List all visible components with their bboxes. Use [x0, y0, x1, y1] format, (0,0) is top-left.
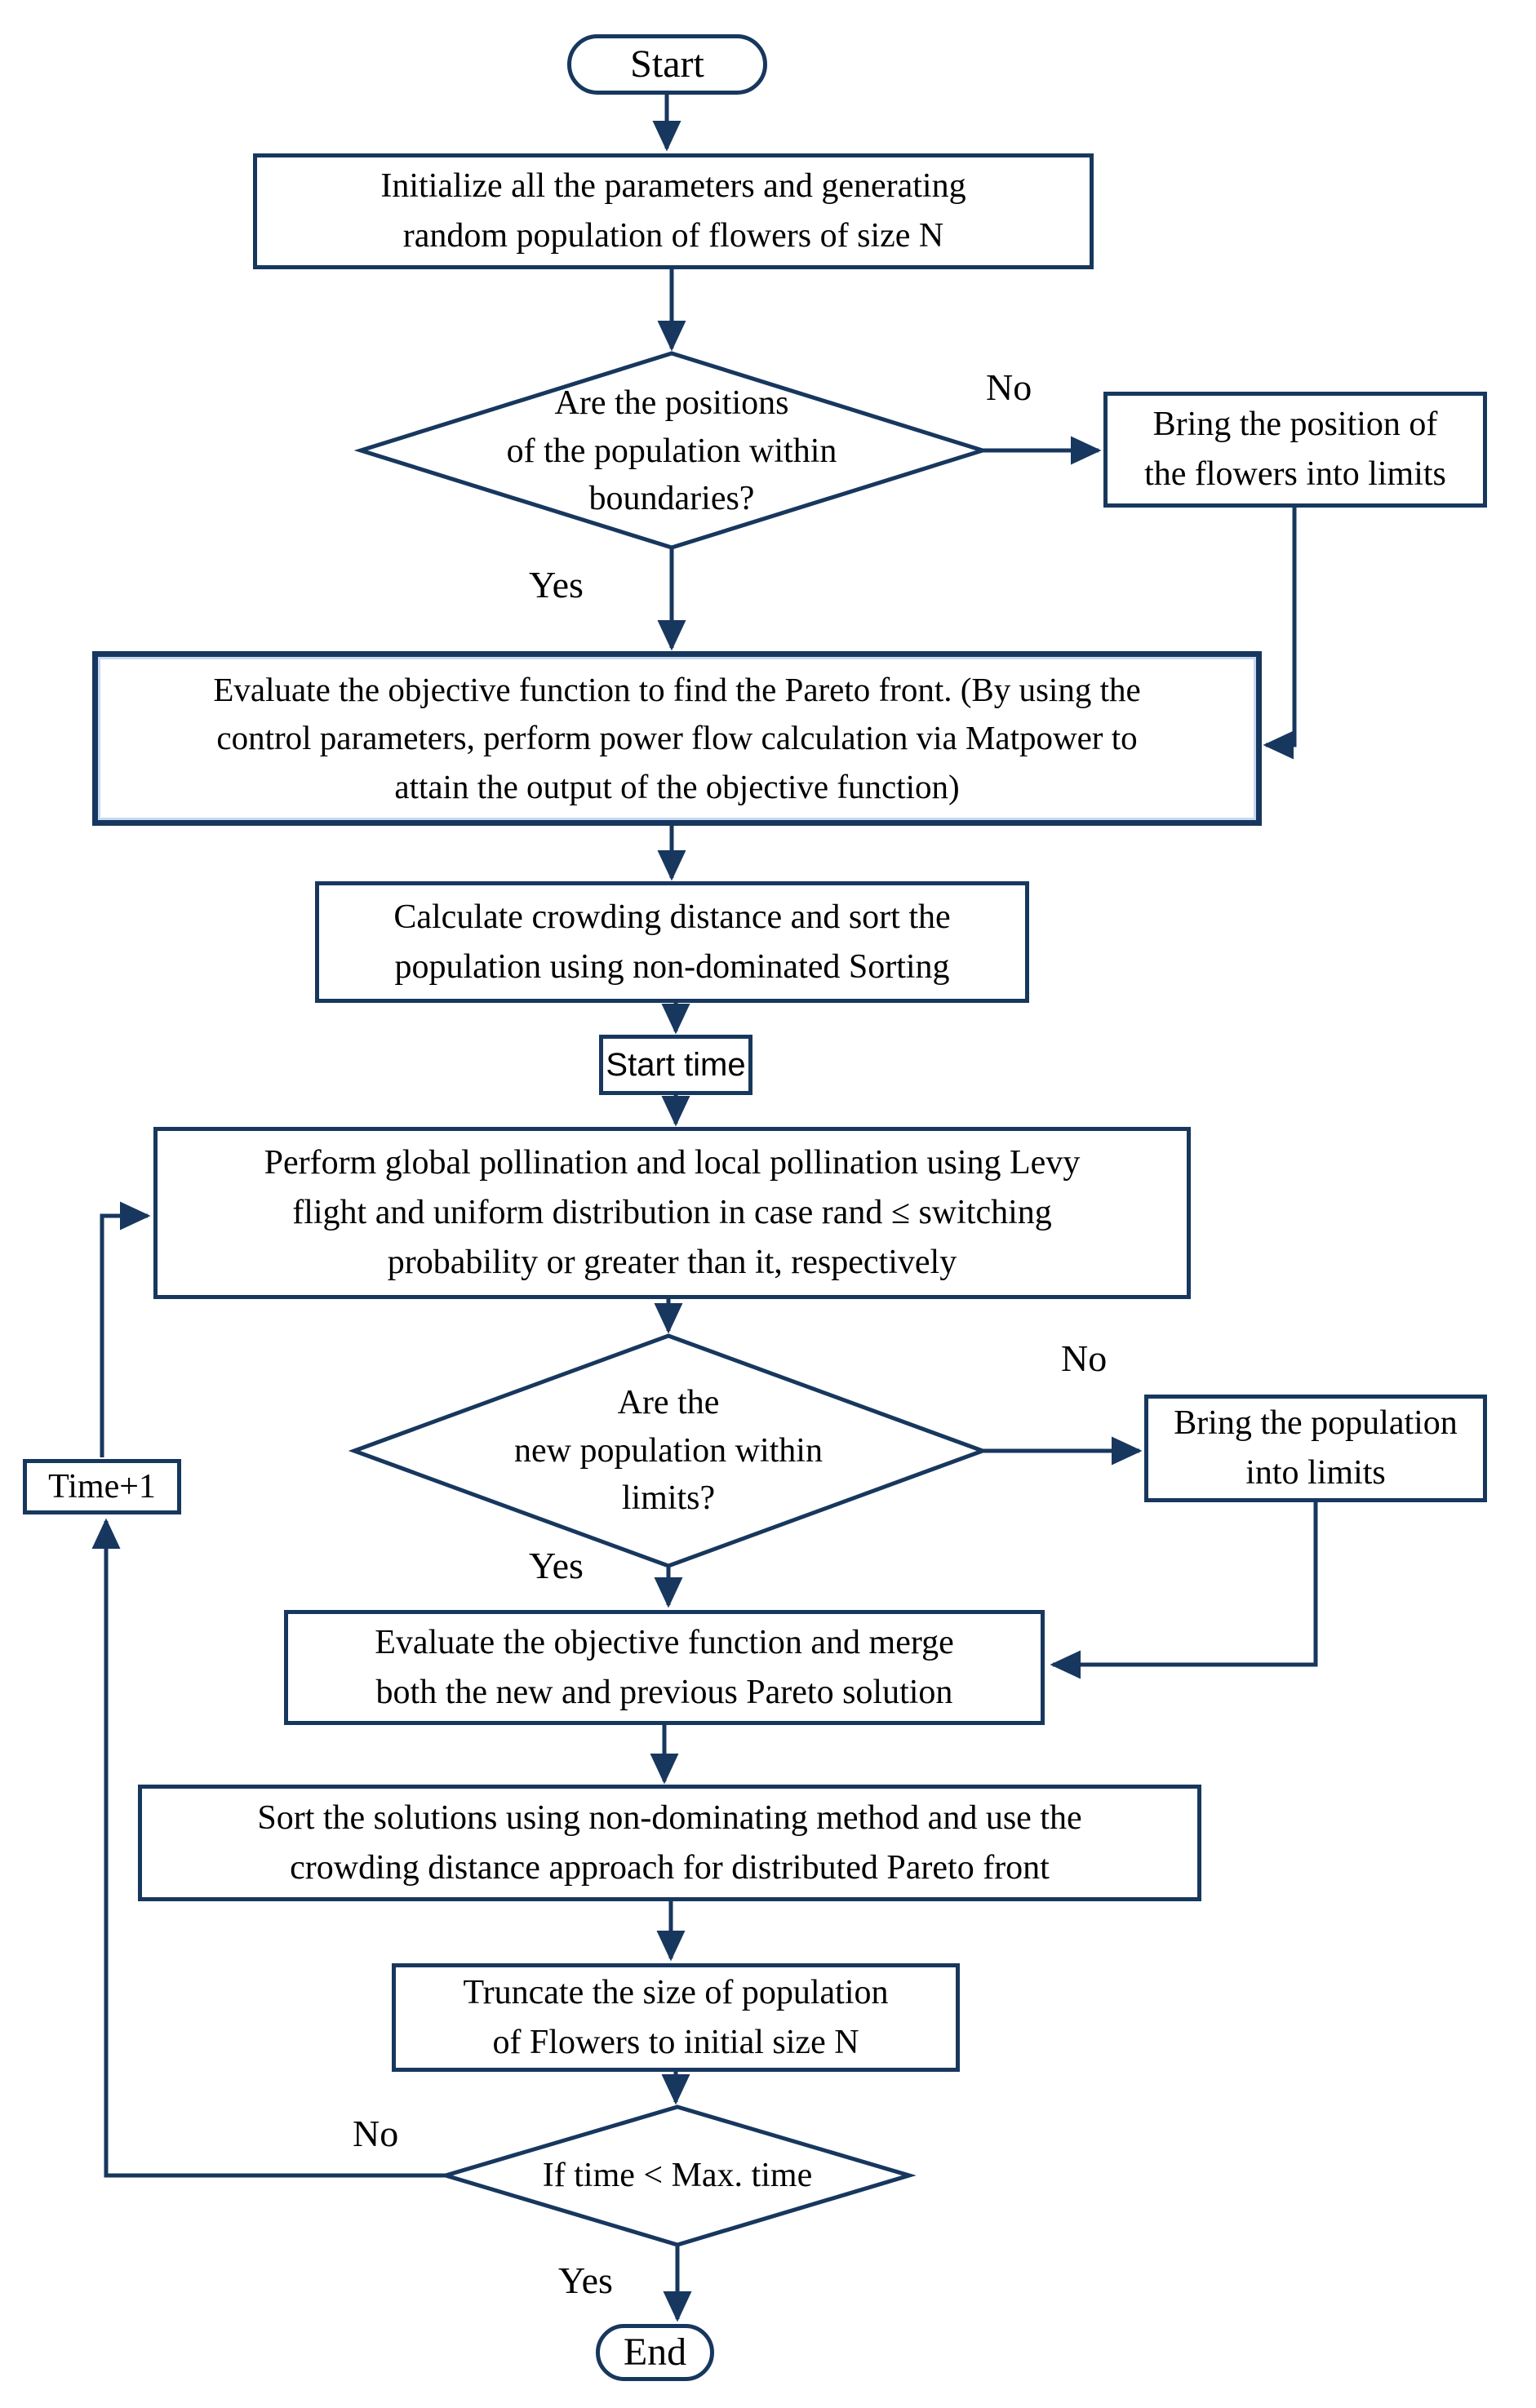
- evaluate-objective-pareto-process: Evaluate the objective function to find …: [92, 651, 1262, 826]
- edge-d3-timeinc: [91, 1518, 446, 2178]
- end-terminator: End: [596, 2324, 714, 2381]
- edge-bring2-merge: [1050, 1502, 1318, 1679]
- decision1-no-label: No: [986, 366, 1032, 408]
- decision2-new-population-within-limits: Are the new population within limits?: [514, 1383, 823, 1518]
- bring-population-into-limits-process: Bring the population into limits: [1144, 1395, 1487, 1502]
- time-increment-process: Time+1: [23, 1459, 181, 1514]
- decision3-yes-label: Yes: [558, 2259, 613, 2301]
- edge-bring1-evaluate1: [1263, 508, 1297, 760]
- pollination-process: Perform global pollination and local pol…: [153, 1127, 1191, 1299]
- decision2-no-label: No: [1061, 1337, 1108, 1379]
- sort-non-dominating-process: Sort the solutions using non-dominating …: [138, 1785, 1201, 1901]
- decision3-shape: [438, 2104, 917, 2247]
- decision3-no-label: No: [353, 2113, 399, 2154]
- crowding-distance-sort-process: Calculate crowding distance and sort the…: [315, 881, 1029, 1003]
- decision2-yes-label: Yes: [529, 1545, 584, 1586]
- start-time-process: Start time: [599, 1035, 752, 1095]
- evaluate-merge-pareto-process: Evaluate the objective function and merg…: [284, 1610, 1045, 1725]
- bring-flowers-into-limits-process: Bring the position of the flowers into l…: [1103, 392, 1487, 508]
- edge-timeinc-pollination: [100, 1201, 151, 1457]
- decision1-positions-within-boundaries: Are the positions of the population with…: [506, 384, 837, 518]
- decision2-shape: [348, 1333, 989, 1568]
- initialize-process: Initialize all the parameters and genera…: [253, 153, 1094, 269]
- decision1-yes-label: Yes: [529, 564, 584, 605]
- start-terminator: Start: [567, 34, 767, 95]
- decision3-time-less-than-max: If time < Max. time: [542, 2156, 813, 2194]
- truncate-population-process: Truncate the size of population of Flowe…: [392, 1963, 960, 2072]
